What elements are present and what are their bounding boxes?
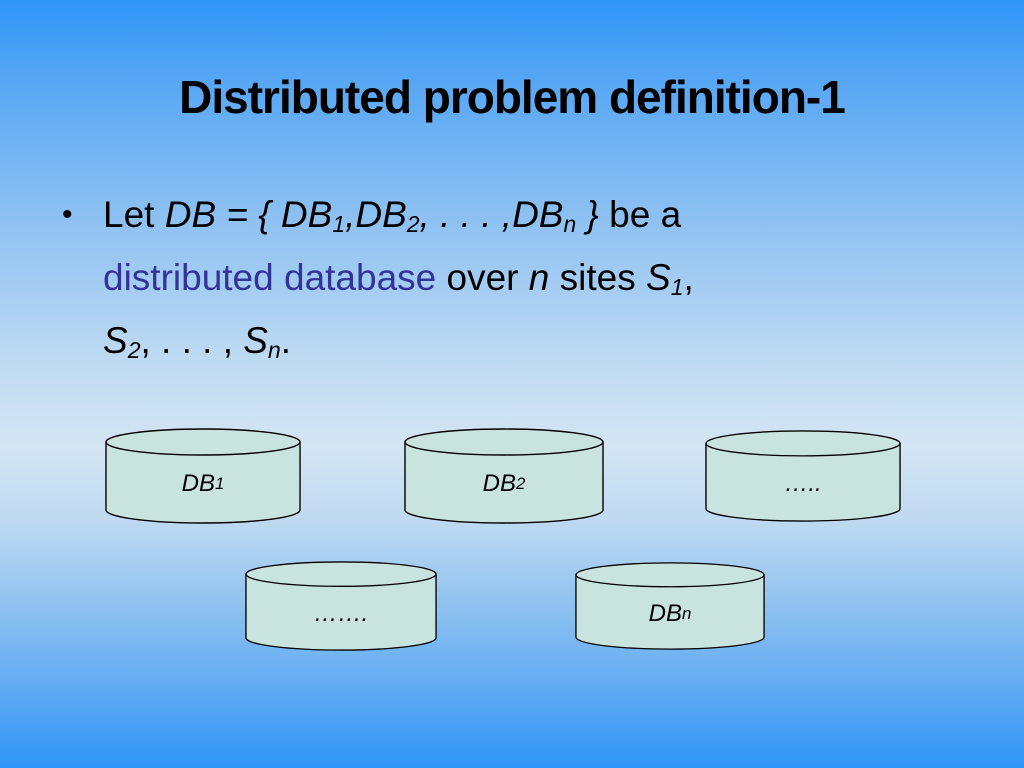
dots-top-label: ….. bbox=[705, 430, 901, 522]
dbn-label-subscript: n bbox=[682, 604, 692, 623]
dots-bottom-cylinder: ……. bbox=[245, 561, 437, 651]
db1-label-text: DB bbox=[181, 470, 215, 497]
dots-bottom-label-text: ……. bbox=[313, 600, 369, 627]
db2-label-text: DB bbox=[482, 470, 516, 497]
dbn-label-text: DB bbox=[648, 600, 682, 627]
db1-label-subscript: 1 bbox=[215, 474, 225, 493]
dots-top-cylinder: ….. bbox=[705, 430, 901, 522]
cylinder-shape bbox=[404, 428, 604, 524]
dots-bottom-label: ……. bbox=[245, 561, 437, 651]
cylinder-shape bbox=[105, 428, 301, 524]
dots-top-label-text: ….. bbox=[784, 470, 822, 497]
cylinder-shape bbox=[245, 561, 437, 651]
slide-title: Distributed problem definition-1 bbox=[179, 71, 846, 123]
cylinder-shape bbox=[575, 562, 765, 650]
cylinder-shape bbox=[705, 430, 901, 522]
db2-label-subscript: 2 bbox=[516, 474, 526, 493]
bullet-marker: • bbox=[62, 198, 73, 231]
